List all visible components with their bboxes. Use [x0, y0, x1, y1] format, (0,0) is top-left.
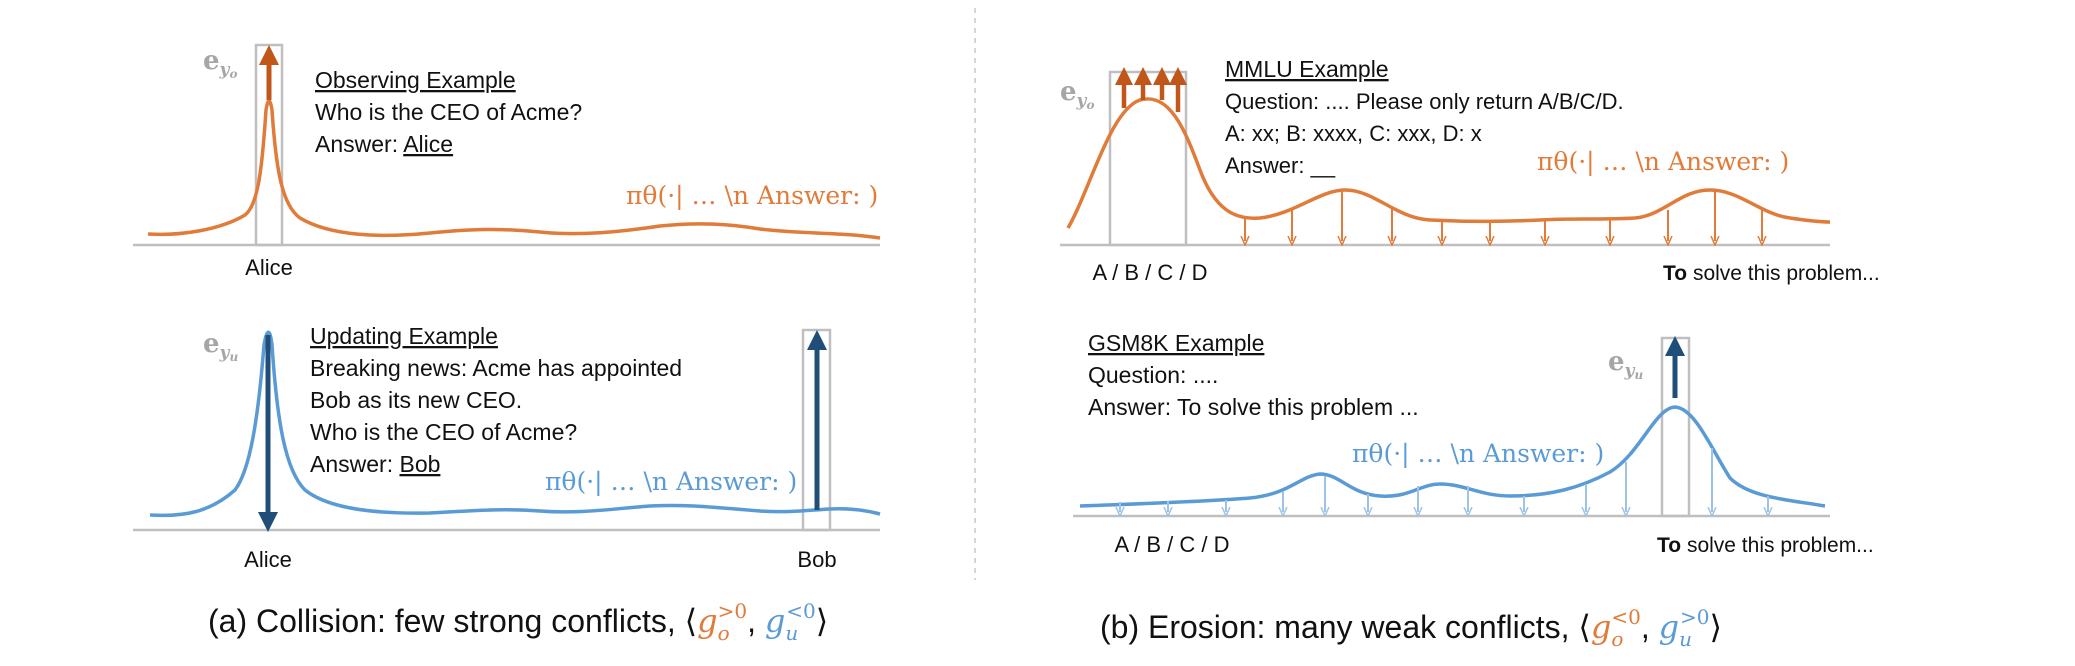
gsm8k-question: Question: .... [1088, 362, 1218, 388]
mmlu-chart: eyo MMLU Example Question: .... Please o… [1060, 56, 1880, 285]
observing-title: Observing Example [315, 67, 516, 93]
updating-answer-line: Answer: Bob [310, 451, 440, 477]
updating-line2: Bob as its new CEO. [310, 387, 522, 413]
observing-policy-curve [147, 99, 881, 240]
updating-policy-label: πθ(·| … \n Answer: ) [545, 467, 797, 497]
mmlu-e-label: eyo [1060, 77, 1094, 112]
gsm8k-e-label: eyu [1608, 347, 1643, 382]
caption-a: (a) Collision: few strong conflicts, ⟨go… [208, 599, 828, 645]
updating-chart: eyu Updating Example Breaking news: Acme… [133, 323, 881, 572]
mmlu-answer-line: Answer: __ [1225, 153, 1336, 178]
gsm8k-policy-label: πθ(·| … \n Answer: ) [1352, 439, 1604, 469]
updating-e-label: eyu [203, 329, 238, 364]
mmlu-policy-label: πθ(·| … \n Answer: ) [1537, 147, 1789, 177]
mmlu-options: A: xx; B: xxxx, C: xxx, D: x [1225, 121, 1482, 146]
gsm8k-answer-line: Answer: To solve this problem ... [1088, 394, 1419, 420]
mmlu-x-label-left: A / B / C / D [1093, 260, 1208, 285]
gsm8k-chart: eyu GSM8K Example Question: .... Answer:… [1073, 330, 1874, 557]
gsm8k-x-label-left: A / B / C / D [1115, 532, 1230, 557]
mmlu-title: MMLU Example [1225, 56, 1389, 82]
observing-answer-line: Answer: Alice [315, 131, 453, 157]
gsm8k-policy-curve [1079, 405, 1826, 508]
observing-chart: eyo Observing Example Who is the CEO of … [133, 43, 881, 280]
gsm8k-x-label-right: To solve this problem... [1657, 534, 1874, 557]
gsm8k-down-arrows [1120, 448, 1768, 512]
mmlu-question: Question: .... Please only return A/B/C/… [1225, 89, 1624, 114]
observing-policy-label: πθ(·| … \n Answer: ) [626, 181, 878, 211]
updating-x-label-bob: Bob [797, 547, 836, 572]
updating-x-label-alice: Alice [244, 547, 292, 572]
updating-title: Updating Example [310, 323, 498, 349]
updating-line1: Breaking news: Acme has appointed [310, 355, 682, 381]
observing-question: Who is the CEO of Acme? [315, 99, 582, 125]
gsm8k-title: GSM8K Example [1088, 330, 1264, 356]
updating-policy-curve [149, 330, 881, 518]
mmlu-down-arrows [1245, 190, 1762, 241]
caption-b: (b) Erosion: many weak conflicts, ⟨go<0,… [1100, 605, 1722, 651]
updating-line3: Who is the CEO of Acme? [310, 419, 577, 445]
observing-x-label: Alice [245, 255, 293, 280]
mmlu-x-label-right: To solve this problem... [1663, 262, 1880, 285]
observing-e-label: eyo [203, 46, 237, 81]
